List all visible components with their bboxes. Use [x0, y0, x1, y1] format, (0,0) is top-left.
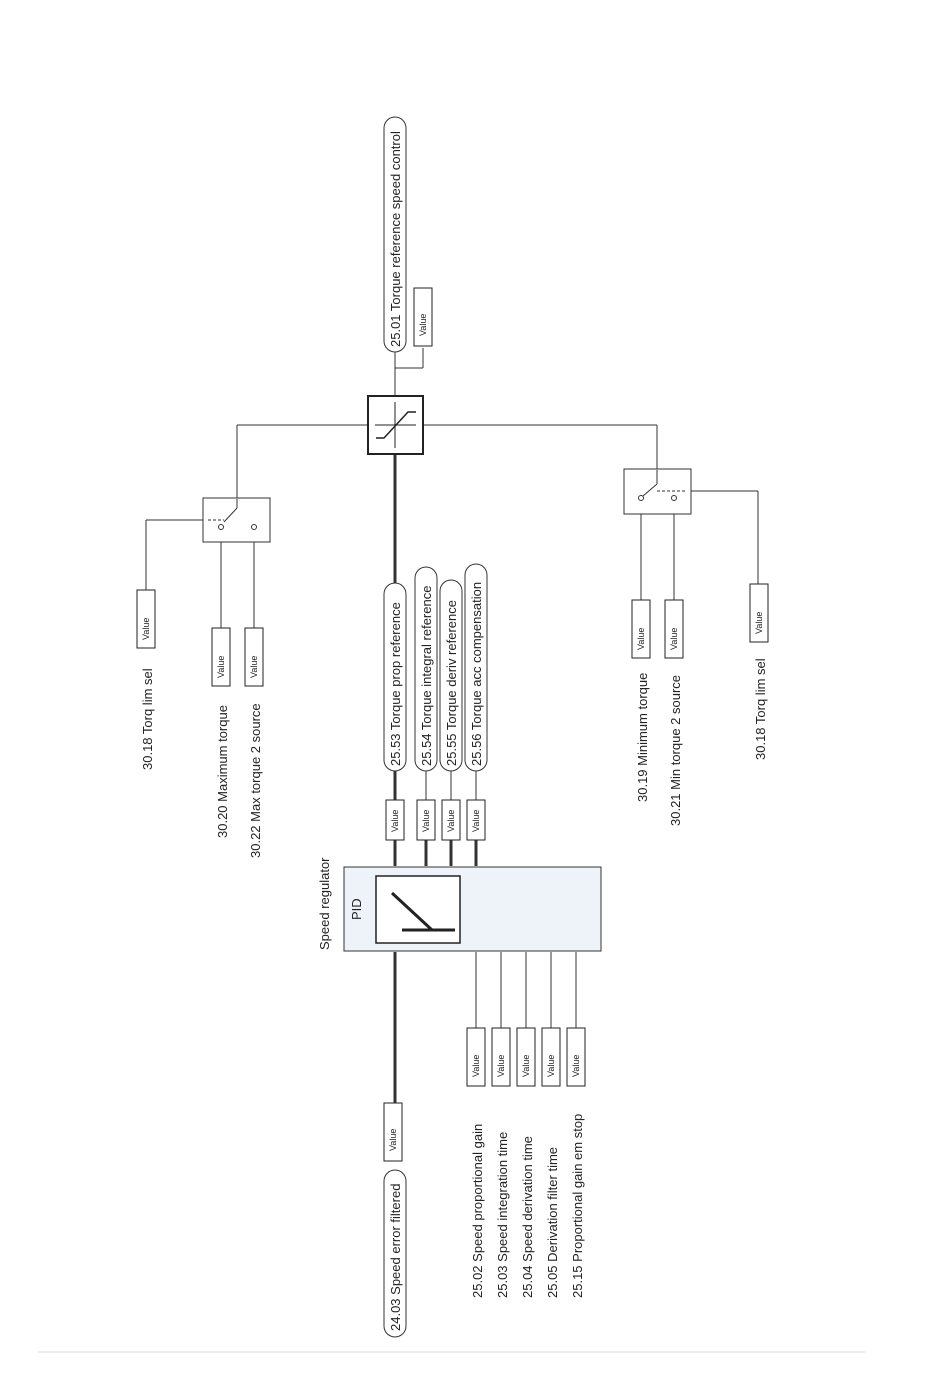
param-30-18-max-label: 30.18 Torq lim sel [140, 668, 155, 770]
param-25-56-label: 25.56 Torque acc compensation [469, 582, 484, 766]
output-torque-reference: 25.01 Torque reference speed control Val… [383, 116, 433, 353]
param-30-19-label: 30.19 Minimum torque [635, 673, 650, 802]
pid-type-label: PID [349, 898, 364, 920]
value-box: Value [390, 810, 400, 832]
torque-limiter-block [367, 395, 424, 455]
value-box: Value [141, 618, 151, 640]
param-30-22-label: 30.22 Max torque 2 source [248, 703, 263, 858]
param-25-05-label: 25.05 Derivation filter time [545, 1147, 560, 1298]
max-torque-limit-inputs: Value Value Value 30.18 Torq lim sel 30.… [136, 589, 264, 858]
param-25-01-label: 25.01 Torque reference speed control [388, 131, 403, 347]
pid-parameter-inputs: Value Value Value Value Value 25.02 Spee… [466, 1027, 586, 1298]
pid-outputs: Value Value Value Value 25.53 Torque pro… [383, 563, 488, 841]
pid-block: PID Speed regulator [317, 857, 602, 952]
value-box: Value [446, 810, 456, 832]
param-25-53-label: 25.53 Torque prop reference [388, 602, 403, 766]
value-box: Value [418, 314, 428, 336]
param-25-02-label: 25.02 Speed proportional gain [470, 1124, 485, 1298]
param-30-21-label: 30.21 Min torque 2 source [668, 675, 683, 826]
value-box: Value [571, 1055, 581, 1077]
param-25-15-label: 25.15 Proportional gain em stop [570, 1114, 585, 1298]
value-box: Value [421, 810, 431, 832]
param-30-20-label: 30.20 Maximum torque [215, 705, 230, 838]
value-box: Value [754, 612, 764, 634]
min-torque-limit-inputs: Value Value Value 30.19 Minimum torque 3… [631, 583, 769, 826]
value-box: Value [216, 656, 226, 678]
value-box: Value [546, 1055, 556, 1077]
value-box: Value [471, 810, 481, 832]
param-25-55-label: 25.55 Torque deriv reference [444, 600, 459, 766]
value-box: Value [636, 628, 646, 650]
param-30-18-min-label: 30.18 Torq lim sel [753, 658, 768, 760]
value-box: Value [249, 656, 259, 678]
block-title: Speed regulator [317, 857, 332, 950]
value-box: Value [496, 1055, 506, 1077]
value-box: Value [388, 1129, 398, 1151]
pid-graph-icon [375, 875, 461, 944]
param-25-03-label: 25.03 Speed integration time [495, 1132, 510, 1298]
value-box: Value [521, 1055, 531, 1077]
value-box: Value [669, 628, 679, 650]
param-25-54-label: 25.54 Torque integral reference [419, 586, 434, 766]
input-speed-error: 24.03 Speed error filtered Value [383, 1102, 407, 1338]
param-25-04-label: 25.04 Speed derivation time [520, 1136, 535, 1298]
value-box: Value [471, 1055, 481, 1077]
connection-wires [145, 348, 759, 1103]
param-24-03-label: 24.03 Speed error filtered [388, 1184, 403, 1331]
min-torque-selector-switch [623, 468, 692, 515]
max-torque-selector-switch [202, 497, 271, 543]
